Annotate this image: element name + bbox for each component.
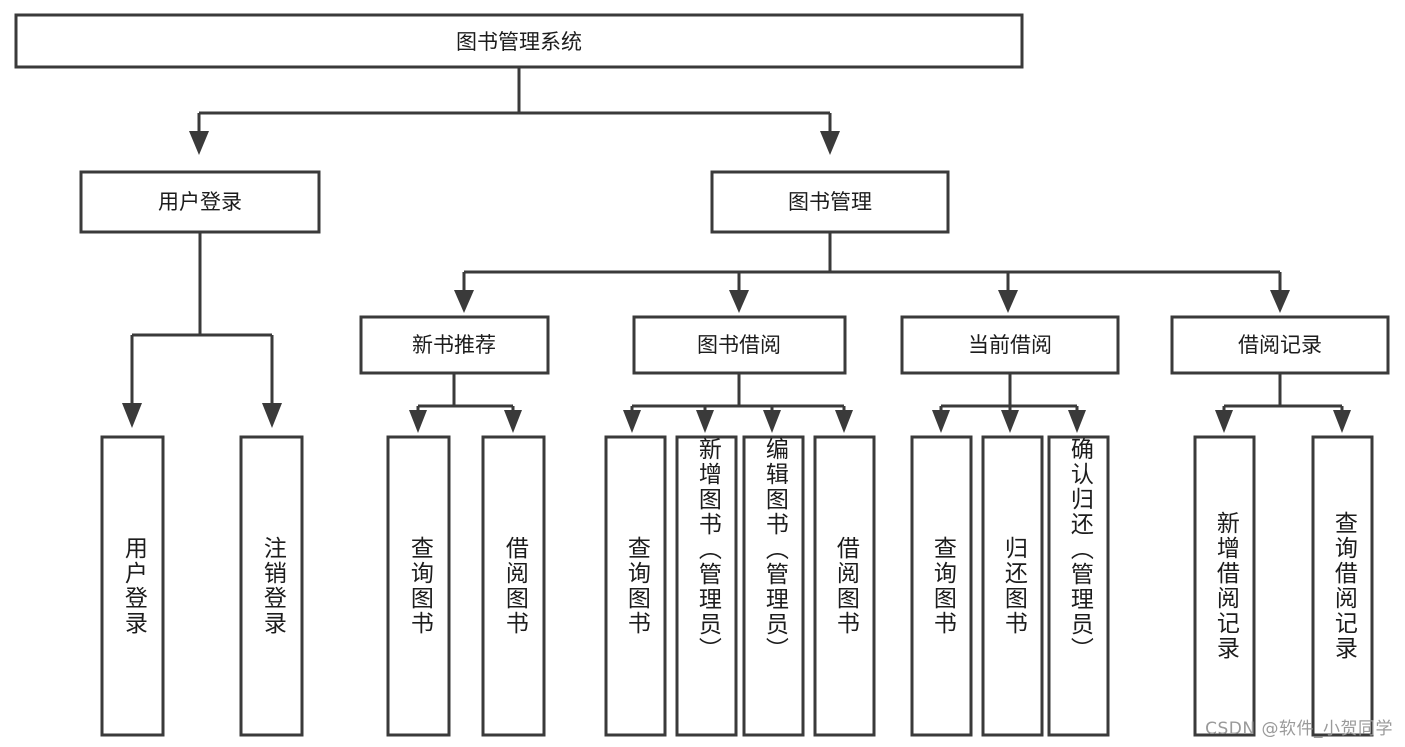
- leaf-box-book-borrow-2[interactable]: [742, 435, 805, 737]
- level1-label-1: 图书管理: [788, 190, 872, 214]
- node-current-borrow[interactable]: 当前借阅: [900, 315, 1120, 375]
- arrow-head-icon-root-2: [820, 131, 840, 155]
- arrow-head-icon-bookmgmt-1: [454, 290, 474, 313]
- arrow-head-icon-bookborrow-1: [623, 410, 641, 433]
- arrow-head-icon-userlogin-2: [262, 403, 282, 428]
- leaf-box-current-borrow-1[interactable]: [981, 435, 1044, 737]
- arrow-head-icon-currentborrow-2: [1001, 410, 1019, 433]
- level1-box-1[interactable]: [710, 170, 950, 234]
- arrow-head-icon-borrowrecord-2: [1333, 410, 1351, 433]
- leaf-box-current-borrow-0[interactable]: [910, 435, 973, 737]
- arrow-head-icon-bookborrow-3: [763, 410, 781, 433]
- leaf-box-borrow-record-0[interactable]: [1193, 435, 1256, 737]
- leaf-box-book-borrow-3[interactable]: [813, 435, 876, 737]
- node-borrow-record[interactable]: 借阅记录: [1170, 315, 1390, 375]
- node-book-borrow[interactable]: 图书借阅: [632, 315, 847, 375]
- root-label: 图书管理系统: [456, 30, 582, 54]
- arrow-head-icon-bookmgmt-2: [729, 290, 749, 313]
- leaf-box-new-book-0[interactable]: [386, 435, 451, 737]
- leaf-box-book-borrow-1[interactable]: [675, 435, 738, 737]
- root-box[interactable]: [14, 13, 1024, 69]
- arrow-head-icon-root-1: [189, 131, 209, 155]
- arrow-head-icon-bookborrow-4: [835, 410, 853, 433]
- node-book-management[interactable]: 图书管理: [710, 170, 950, 234]
- arrow-head-icon-bookmgmt-3: [998, 290, 1018, 313]
- level2-box-3[interactable]: [1170, 315, 1390, 375]
- level2-box-2[interactable]: [900, 315, 1120, 375]
- arrow-head-icon-newbook-1: [409, 410, 427, 433]
- node-user-login[interactable]: 用户登录: [79, 170, 321, 234]
- level2-label-0: 新书推荐: [412, 333, 496, 357]
- leaf-box-user-login-0[interactable]: [100, 435, 165, 737]
- arrow-head-icon-bookmgmt-4: [1270, 290, 1290, 313]
- leaf-box-user-login-1[interactable]: [239, 435, 304, 737]
- level2-box-1[interactable]: [632, 315, 847, 375]
- leaf-box-current-borrow-2[interactable]: [1047, 435, 1110, 737]
- level2-label-3: 借阅记录: [1238, 333, 1322, 357]
- leaf-box-book-borrow-0[interactable]: [604, 435, 667, 737]
- arrow-head-icon-currentborrow-3: [1068, 410, 1086, 433]
- level2-box-0[interactable]: [359, 315, 550, 375]
- arrow-head-icon-currentborrow-1: [932, 410, 950, 433]
- arrow-head-icon-borrowrecord-1: [1215, 410, 1233, 433]
- leaf-box-new-book-1[interactable]: [481, 435, 546, 737]
- node-root[interactable]: 图书管理系统: [14, 13, 1024, 69]
- watermark-text: CSDN @软件_小贺同学: [1205, 719, 1393, 739]
- level2-label-1: 图书借阅: [697, 333, 781, 357]
- arrow-head-icon-bookborrow-2: [696, 410, 714, 433]
- level1-label-0: 用户登录: [158, 190, 242, 214]
- leaf-box-borrow-record-1[interactable]: [1311, 435, 1374, 737]
- node-new-book-recommend[interactable]: 新书推荐: [359, 315, 550, 375]
- level2-label-2: 当前借阅: [968, 333, 1052, 357]
- arrow-head-icon-newbook-2: [504, 410, 522, 433]
- arrow-head-icon-userlogin-1: [122, 403, 142, 428]
